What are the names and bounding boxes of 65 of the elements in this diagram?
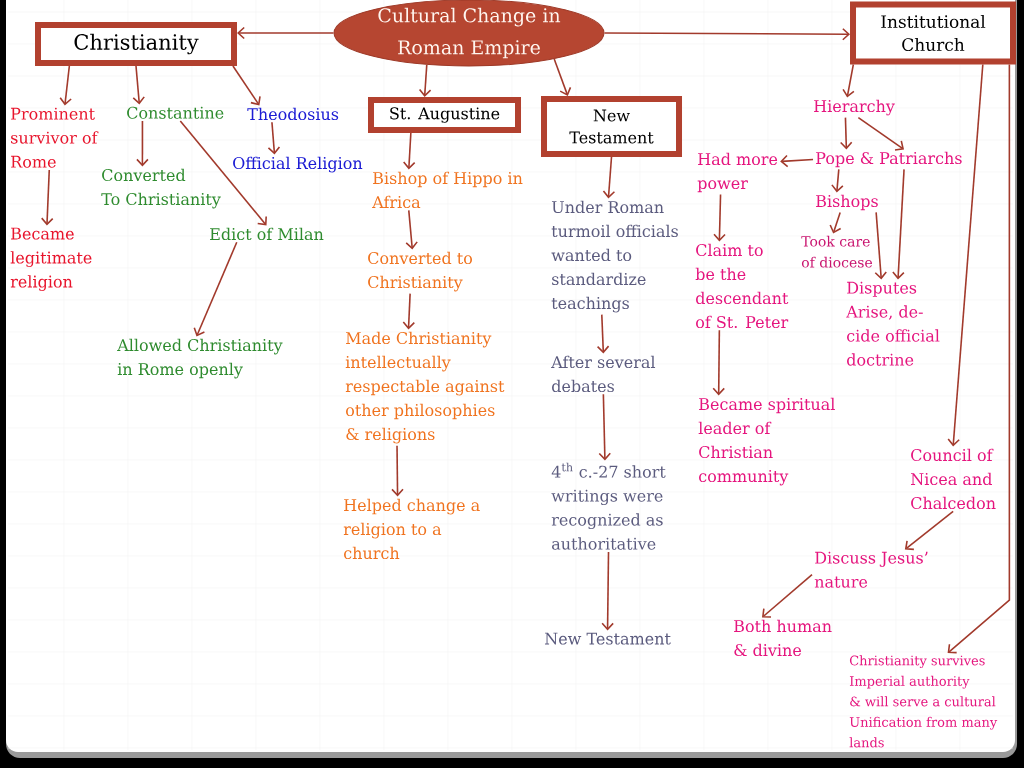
arrow: [904, 510, 954, 551]
concept-text: Had more power: [697, 152, 778, 193]
concept-text: Pope & Patriarchs: [816, 151, 962, 168]
concept-text: Edict of Milan: [210, 227, 324, 241]
arrow: [762, 573, 813, 618]
arrow: [602, 156, 616, 199]
concept-text: After several debates: [551, 355, 656, 393]
topic-box: Institutional Church: [850, 1, 1016, 65]
arrow: [596, 313, 610, 354]
arrow: [136, 120, 149, 167]
arrow: [598, 393, 612, 461]
concept-text: Became spiritual leader of Christian community: [698, 397, 835, 486]
arrow: [713, 193, 726, 242]
concept-text: Under Roman turmoil officials wanted to standardize teachings: [551, 200, 678, 313]
arrow: [179, 120, 267, 226]
arrow: [553, 58, 572, 96]
arrow: [40, 169, 54, 226]
arrow: [712, 329, 726, 396]
arrow: [947, 63, 984, 447]
topic-box: Christianity: [35, 22, 237, 66]
arrow: [831, 168, 844, 193]
concept-text: Took care of diocese: [801, 235, 873, 268]
arrow: [839, 116, 853, 150]
arrow: [232, 65, 261, 106]
concept-text: Hierarchy: [814, 99, 895, 116]
concept-text: Converted To Christianity: [101, 168, 221, 209]
concept-text: Council of Nicea and Chalcedon: [911, 448, 996, 510]
concept-text: Discuss Jesus’ nature: [814, 551, 928, 588]
concept-text: Helped change a religion to a church: [343, 498, 480, 560]
concept-text: Made Christianity intellectually respectable against other philosophies & religions: [345, 331, 505, 444]
concept-text: Theodosius: [247, 107, 339, 121]
arrow: [391, 444, 404, 497]
concept-text: Bishops: [816, 194, 878, 211]
concept-text: Prominent survivor of Rome: [11, 107, 99, 168]
concept-text: Constantine: [127, 106, 224, 119]
arrow: [237, 26, 335, 40]
arrow: [267, 121, 281, 155]
arrow: [857, 116, 905, 151]
arrow: [601, 551, 614, 631]
concept-text: Became legitimate religion: [10, 227, 92, 291]
arrow: [132, 65, 145, 105]
concept-text: Disputes Arise, de- cide official doctrine: [846, 281, 940, 366]
arrow: [780, 154, 814, 168]
arrow: [402, 132, 416, 170]
arrow: [59, 65, 72, 106]
arrow: [603, 27, 850, 41]
concept-text: Allowed Christianity in Rome openly: [117, 338, 283, 379]
topic-box: St. Augustine: [368, 97, 521, 133]
arrow: [193, 241, 238, 337]
concept-text: New Testament: [545, 632, 671, 645]
concept-text: Bishop of Hippo in Africa: [372, 171, 523, 209]
arrow: [405, 209, 418, 250]
arrow: [418, 64, 432, 97]
concept-text: Converted to Christianity: [368, 251, 472, 292]
topic-box: New Testament: [541, 96, 682, 157]
arrow: [402, 292, 416, 330]
arrow: [947, 63, 1011, 654]
arrow: [842, 63, 855, 98]
concept-text: Claim to be the descendant of St. Peter: [695, 243, 789, 329]
arrow: [874, 211, 888, 280]
concept-text: Official Religion: [233, 156, 363, 173]
arrow: [829, 211, 842, 234]
concept-text: Christianity survives Imperial authority & will serve a cultural Unification from many lands: [849, 655, 998, 748]
concept-text: Both human & divine: [734, 619, 832, 657]
arrow: [892, 168, 905, 280]
